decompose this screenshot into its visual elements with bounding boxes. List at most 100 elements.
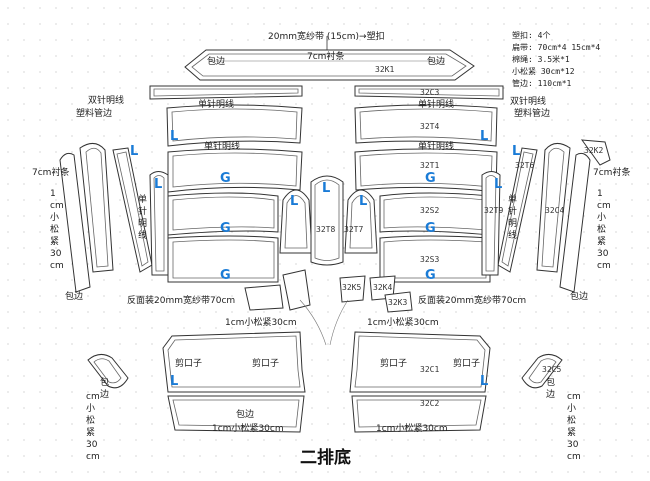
piece-32K3 <box>384 291 413 313</box>
piece-32C1-left <box>162 331 306 393</box>
svg-text:cm: cm <box>50 261 64 271</box>
svg-text:线: 线 <box>508 229 517 241</box>
binding-right-side: 包边 <box>570 290 588 302</box>
bottom-elastic-right: 1cm小松紧30cm <box>376 422 448 434</box>
top-binding-left: 包边 <box>207 55 225 67</box>
marker-G-1: G <box>220 171 231 186</box>
panel-32T1-left <box>167 148 303 193</box>
piece-32K1 <box>184 49 475 81</box>
spec-line-4: 小松紧 30cm*12 <box>512 66 575 76</box>
piece-corner-left <box>87 354 129 389</box>
svg-text:小: 小 <box>50 212 59 223</box>
svg-text:cm: cm <box>50 201 64 211</box>
marker-L-1: L <box>170 129 178 144</box>
cut-notch-right-2: 剪口子 <box>453 357 480 369</box>
svg-text:30: 30 <box>597 249 609 259</box>
code-32T4: 32T4 <box>420 122 439 131</box>
svg-text:小: 小 <box>86 403 95 414</box>
svg-text:单: 单 <box>138 193 147 205</box>
svg-text:紧: 紧 <box>50 236 59 247</box>
piece-left-edge <box>59 152 91 293</box>
code-32T1: 32T1 <box>420 161 439 170</box>
binding-left-side: 包边 <box>65 290 83 302</box>
svg-text:包: 包 <box>546 376 555 388</box>
svg-text:松: 松 <box>50 223 59 235</box>
elastic-vertical-right: 1 cm 小 松 紧 30 cm <box>597 189 611 271</box>
lining-7cm-right: 7cm衬条 <box>593 166 630 178</box>
marker-L-2: L <box>480 129 488 144</box>
plastic-piping-left: 塑料管边 <box>76 107 112 119</box>
svg-text:明: 明 <box>508 218 517 229</box>
marker-L-3: L <box>130 144 138 159</box>
svg-text:1: 1 <box>597 189 603 199</box>
code-32C2: 32C2 <box>420 399 439 408</box>
diagram-title: 二排底 <box>300 447 351 468</box>
panel-32T4-right <box>354 104 498 147</box>
cut-notch-left-1: 剪口子 <box>175 357 202 369</box>
svg-text:紧: 紧 <box>567 427 576 438</box>
piece-32T8 <box>279 189 313 254</box>
piece-32C2-right <box>351 395 487 433</box>
single-needle-top-left: 单针明线 <box>198 98 234 110</box>
elastic-mid-right: 1cm小松紧30cm <box>367 316 439 328</box>
spec-line-5: 管边: 110cm*1 <box>512 78 572 88</box>
svg-text:针: 针 <box>138 205 147 217</box>
binding-bottom: 包边 <box>236 408 254 420</box>
panel-32S3-left <box>167 235 279 283</box>
marker-L-11: L <box>480 374 488 389</box>
piece-32K2 <box>580 139 611 166</box>
svg-text:cm: cm <box>86 452 100 462</box>
marker-G-3: G <box>220 221 231 236</box>
marker-G-5: G <box>220 268 231 283</box>
marker-L-8: L <box>290 194 298 209</box>
piece-32K5 <box>339 275 366 303</box>
svg-text:紧: 紧 <box>86 427 95 438</box>
piece-32T7 <box>344 189 378 254</box>
single-needle-mid-right: 单针明线 <box>418 140 454 152</box>
marker-L-7: L <box>322 181 330 196</box>
spec-line-3: 棉绳: 3.5米*1 <box>512 54 570 64</box>
top-tape-label: 20mm宽纱带 (15cm)→塑扣 <box>268 30 385 42</box>
piece-32C2-left <box>167 395 305 433</box>
marker-G-4: G <box>425 221 436 236</box>
single-needle-vertical-left: 单 针 明 线 <box>138 193 147 241</box>
piece-right-edge <box>559 152 591 293</box>
elastic-vertical-left: 1 cm 小 松 紧 30 cm <box>50 189 64 271</box>
code-32S3: 32S3 <box>420 255 439 264</box>
svg-text:松: 松 <box>597 223 606 235</box>
top-binding-right: 包边 <box>427 55 445 67</box>
cut-notch-right-1: 剪口子 <box>380 357 407 369</box>
cord-right <box>329 299 349 346</box>
svg-text:松: 松 <box>86 414 95 426</box>
top-lining-label: 7cm衬条 <box>307 50 344 62</box>
svg-text:cm: cm <box>567 392 581 402</box>
code-32T9: 32T9 <box>484 206 503 215</box>
reverse-tape-right: 反面装20mm宽纱带70cm <box>418 294 526 306</box>
code-32C1: 32C1 <box>420 365 439 374</box>
code-32K3: 32K3 <box>388 298 407 307</box>
svg-text:1: 1 <box>50 189 56 199</box>
bottom-elastic-left: 1cm小松紧30cm <box>212 422 284 434</box>
svg-text:边: 边 <box>546 389 555 400</box>
cord-left <box>299 299 327 346</box>
double-needle-label-right: 双针明线 <box>510 95 546 107</box>
reverse-tape-left: 反面装20mm宽纱带70cm <box>127 294 235 306</box>
double-needle-label: 双针明线 <box>88 94 124 106</box>
svg-text:小: 小 <box>597 212 606 223</box>
svg-text:紧: 紧 <box>597 236 606 247</box>
cut-notch-left-2: 剪口子 <box>252 357 279 369</box>
svg-text:cm: cm <box>86 392 100 402</box>
marker-G-6: G <box>425 268 436 283</box>
svg-text:松: 松 <box>567 414 576 426</box>
code-32C3: 32C3 <box>420 88 439 97</box>
svg-text:明: 明 <box>138 218 147 229</box>
code-32K4: 32K4 <box>373 283 392 292</box>
svg-text:cm: cm <box>597 201 611 211</box>
code-32T6: 32T6 <box>515 161 534 170</box>
code-32C5: 32C5 <box>542 365 561 374</box>
piece-strap-left <box>244 284 284 311</box>
svg-text:30: 30 <box>567 440 579 450</box>
spec-line-2: 扁带: 70cm*4 15cm*4 <box>512 42 600 52</box>
marker-L-4: L <box>512 144 520 159</box>
single-needle-mid-left: 单针明线 <box>204 140 240 152</box>
